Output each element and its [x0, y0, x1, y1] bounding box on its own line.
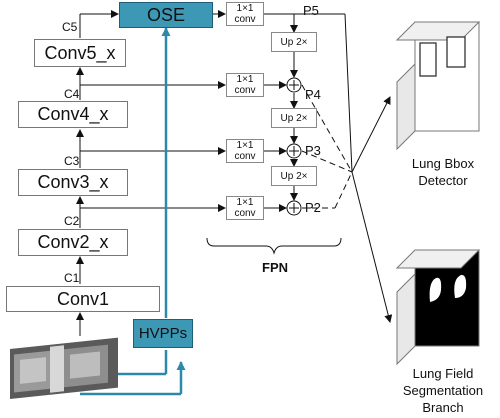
bbox-line1: Lung Bbox	[411, 156, 475, 171]
seg-line2: Segmentation	[402, 383, 484, 398]
conv-text: conv	[234, 14, 256, 25]
lateral-conv-p3: 1×1 conv	[226, 139, 264, 163]
lateral-conv-p2: 1×1 conv	[226, 196, 264, 220]
seg-line3: Branch	[422, 400, 464, 415]
p5-label: P5	[303, 3, 319, 18]
conv3-block: Conv3_x	[18, 169, 128, 196]
bbox-panel	[395, 21, 481, 151]
upsample-p4: Up 2×	[271, 108, 317, 128]
c1-label: C1	[64, 271, 80, 285]
conv-kernel-text: 1×1	[236, 197, 254, 208]
lateral-conv-p4: 1×1 conv	[226, 73, 264, 97]
c2-label: C2	[64, 214, 80, 228]
segmentation-label: Lung Field Segmentation Branch	[393, 365, 493, 416]
conv-kernel-text: 1×1	[236, 74, 254, 85]
conv-text: conv	[234, 151, 256, 162]
p2-label: P2	[305, 200, 321, 215]
c4-label: C4	[64, 87, 80, 101]
conv1-block: Conv1	[6, 286, 160, 312]
conv4-block: Conv4_x	[18, 101, 128, 128]
hvpps-block: HVPPs	[133, 319, 193, 348]
conv-kernel-text: 1×1	[236, 140, 254, 151]
p4-label: P4	[305, 87, 321, 102]
conv5-block: Conv5_x	[34, 39, 126, 67]
upsample-p3: Up 2×	[271, 166, 317, 186]
c3-label: C3	[64, 154, 80, 168]
ose-block: OSE	[119, 2, 213, 28]
c5-label: C5	[62, 20, 78, 34]
bbox-detector-label: Lung Bbox Detector	[398, 155, 488, 189]
bbox-line2: Detector	[418, 173, 468, 188]
fpn-label: FPN	[262, 260, 288, 275]
lateral-conv-p5: 1×1 conv	[226, 2, 264, 26]
xray-image	[10, 337, 118, 399]
conv-text: conv	[234, 85, 256, 96]
conv-text: conv	[234, 208, 256, 219]
conv-kernel-text: 1×1	[236, 3, 254, 14]
conv2-block: Conv2_x	[18, 229, 128, 256]
seg-panel	[395, 249, 481, 366]
p3-label: P3	[305, 143, 321, 158]
seg-line1: Lung Field	[412, 366, 474, 381]
upsample-p5: Up 2×	[271, 32, 317, 52]
